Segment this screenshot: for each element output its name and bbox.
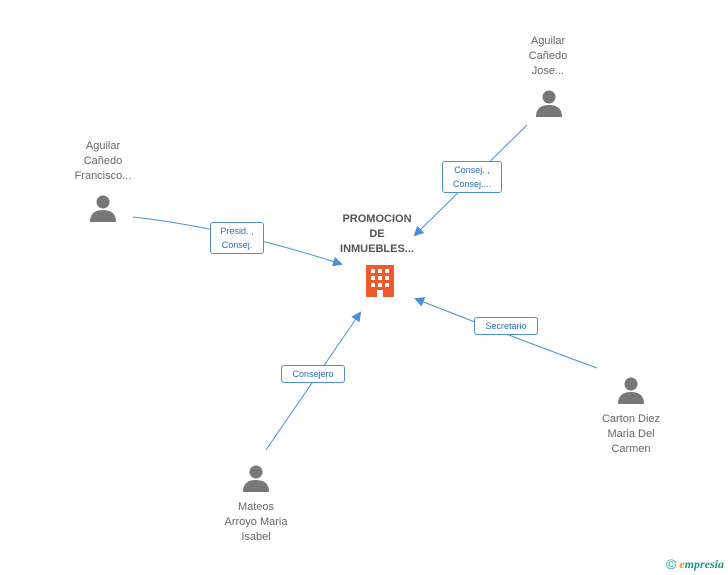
- person-label-mateos[interactable]: Mateos Arroyo Maria Isabel: [224, 501, 288, 543]
- person-label-jose[interactable]: Aguilar Cañedo Jose...: [528, 35, 568, 77]
- building-icon[interactable]: [363, 263, 397, 299]
- copyright-symbol: ©: [666, 556, 677, 572]
- footer-brand[interactable]: © empresia: [666, 556, 724, 572]
- brand-logo[interactable]: empresia: [679, 557, 724, 572]
- relation-label-jose[interactable]: Consej. , Consej....: [442, 161, 502, 193]
- person-label-carton[interactable]: Carton Diez Maria Del Carmen: [601, 413, 661, 455]
- brand-e: e: [679, 556, 685, 571]
- person-icon[interactable]: [241, 463, 271, 493]
- relation-label-francisco[interactable]: Presid. , Consej.: [210, 222, 264, 254]
- person-icon[interactable]: [534, 88, 564, 118]
- brand-rest: mpresia: [684, 556, 724, 571]
- person-icon[interactable]: [88, 193, 118, 223]
- person-label-francisco[interactable]: Aguilar Cañedo Francisco...: [74, 140, 132, 182]
- relation-label-mateos[interactable]: Consejero: [281, 365, 345, 383]
- person-icon[interactable]: [616, 375, 646, 405]
- relation-label-carton[interactable]: Secretario: [474, 317, 538, 335]
- company-label[interactable]: PROMOCION DE INMUEBLES...: [340, 213, 414, 255]
